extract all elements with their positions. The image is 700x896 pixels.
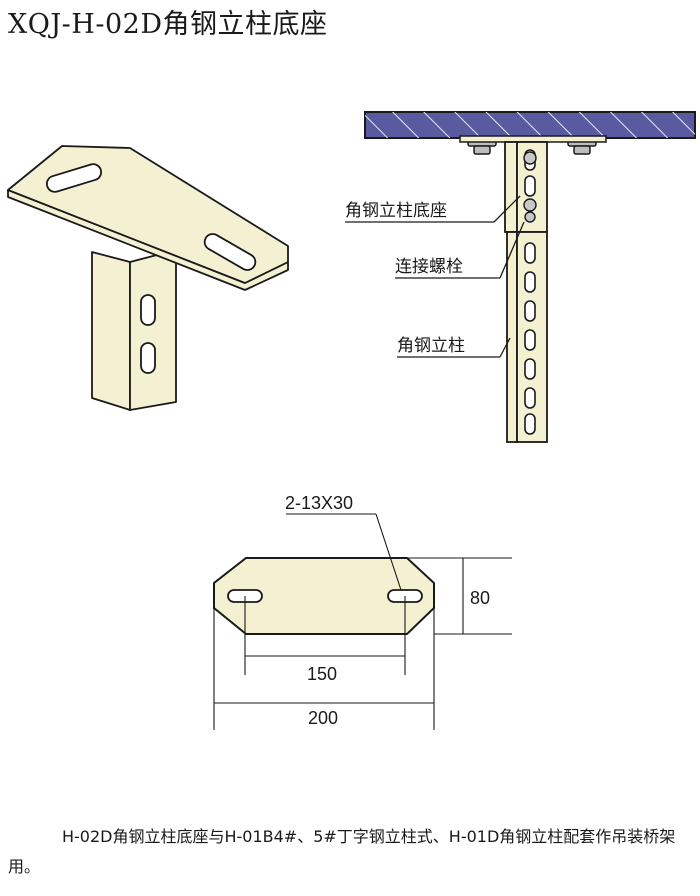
isometric-base-view xyxy=(7,145,289,411)
dimension-holes: 2-13X30 xyxy=(285,493,353,513)
callout-column-label: 角钢立柱 xyxy=(397,336,465,356)
plate-slot xyxy=(203,233,257,271)
callout-bolt-label: 连接螺栓 xyxy=(395,257,463,277)
column-front-face xyxy=(91,251,131,411)
callout-base-label: 角钢立柱底座 xyxy=(345,201,447,221)
dimension-hole-spacing: 150 xyxy=(307,664,337,684)
column-slot xyxy=(140,294,156,326)
plan-view: 2-13X30 80 150 200 xyxy=(213,493,512,730)
installation-view: 角钢立柱底座 连接螺栓 角钢立柱 xyxy=(345,111,696,443)
description-text: H-02D角钢立柱底座与H-01B4#、5#丁字钢立柱式、H-01D角钢立柱配套… xyxy=(8,827,676,876)
column-slot xyxy=(140,342,156,374)
dimension-width: 200 xyxy=(308,708,338,728)
page-title: XQJ-H-02D角钢立柱底座 xyxy=(8,9,328,40)
column-slots xyxy=(524,149,536,435)
column-side-face xyxy=(129,249,177,411)
dimension-height: 80 xyxy=(470,588,490,608)
plate-slot xyxy=(45,163,103,193)
plan-plate-outline xyxy=(213,557,435,635)
connecting-bolt xyxy=(523,151,537,223)
